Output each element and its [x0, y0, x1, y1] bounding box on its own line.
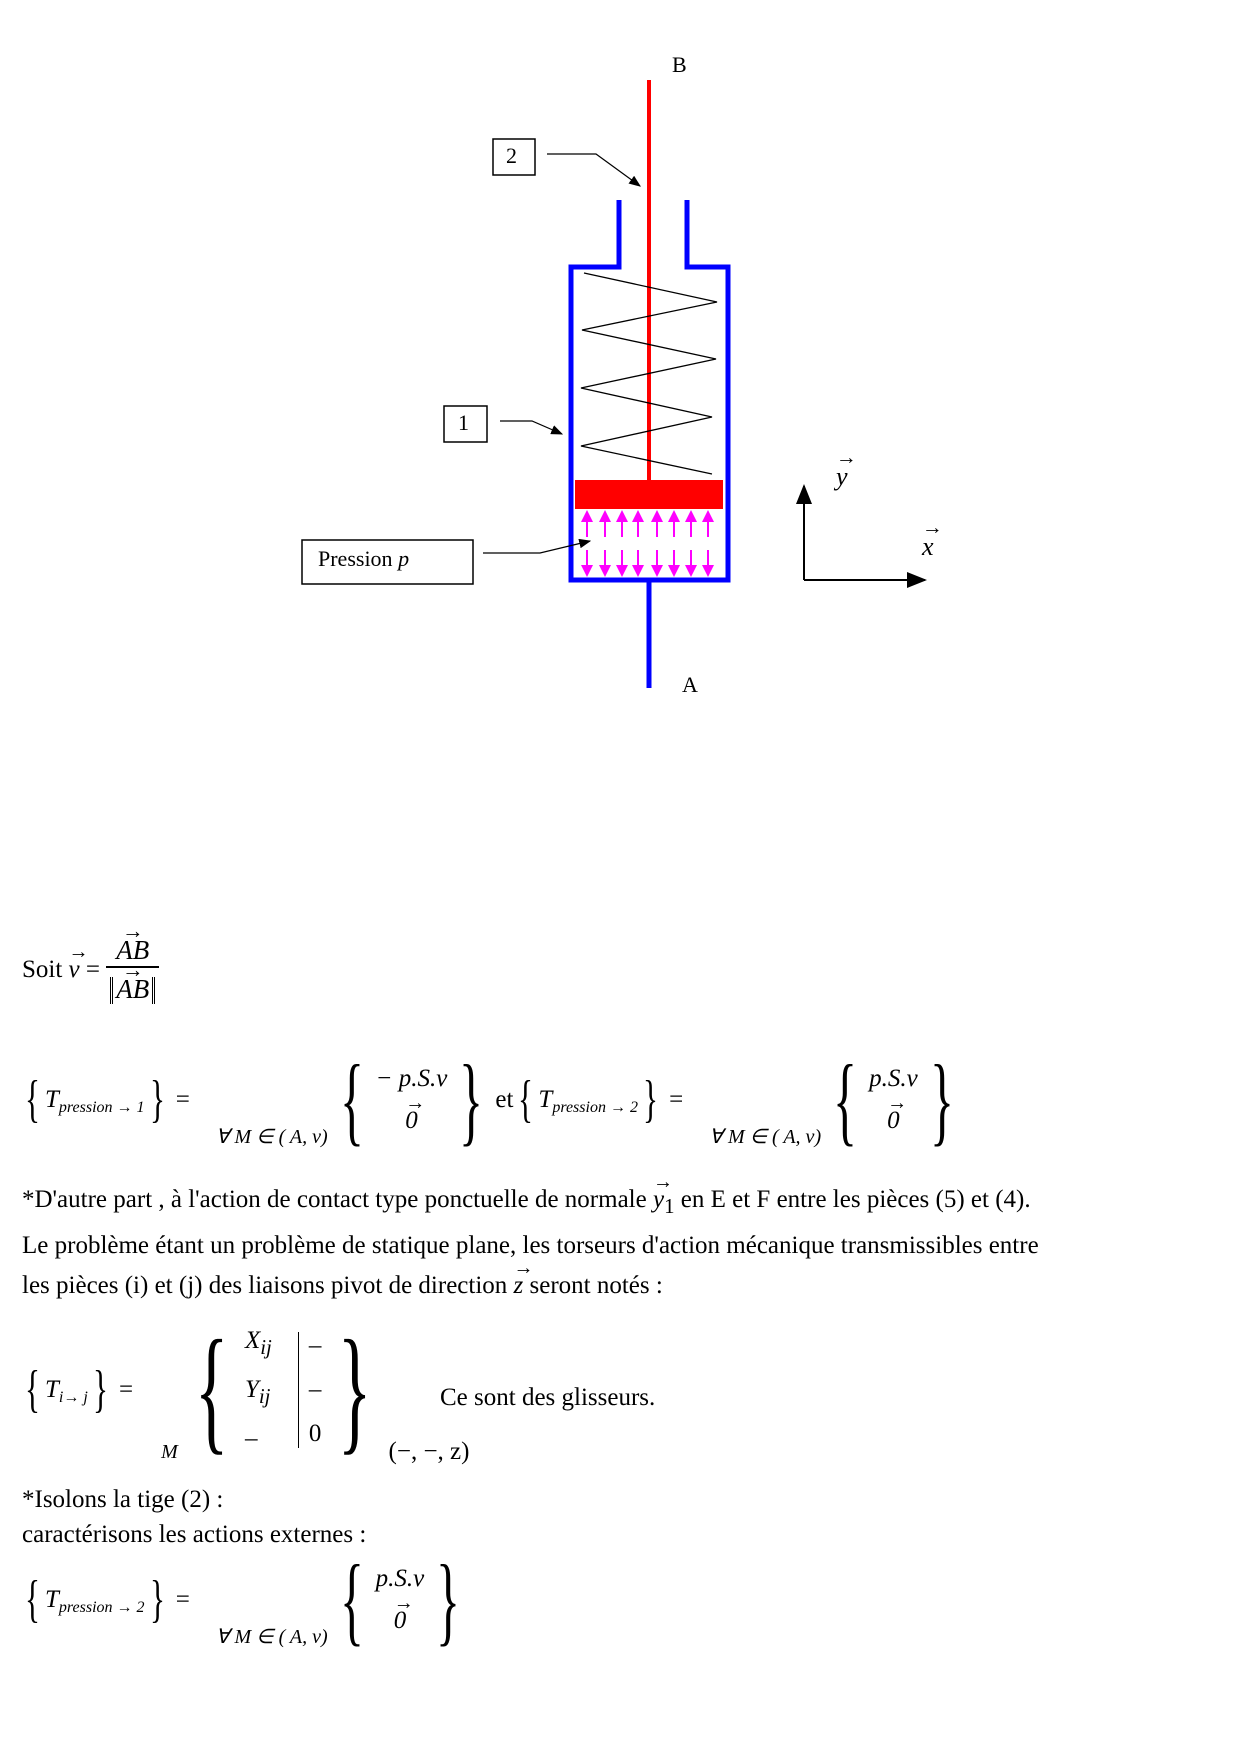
- label-box-1: [443, 405, 488, 443]
- point-b-label: B: [672, 52, 687, 77]
- spring: [580, 272, 718, 475]
- glisseurs-comment: Ce sont des glisseurs.: [440, 1384, 656, 1411]
- part-1-label: 1: [458, 410, 469, 435]
- pressure-arrows: [581, 510, 714, 577]
- leader-2: [547, 153, 641, 187]
- leader-1: [500, 420, 564, 435]
- cylinder-diagram: [301, 80, 927, 688]
- label-box-2: [492, 138, 536, 176]
- isolement-line-2: caractérisons les actions externes :: [22, 1521, 367, 1548]
- paragraph-contact: *D'autre part , à l'action de contact ty…: [22, 1171, 1031, 1219]
- part-2-label: 2: [506, 143, 517, 168]
- paragraph-statique: Le problème étant un problème de statiqu…: [22, 1232, 1039, 1259]
- axis-x-label: x: [922, 516, 934, 562]
- piston: [575, 480, 723, 509]
- isolement-line-1: *Isolons la tige (2) :: [22, 1486, 224, 1513]
- axis-y-label: y: [836, 446, 848, 492]
- leader-pressure: [483, 538, 592, 554]
- point-a-label: A: [682, 672, 698, 697]
- paragraph-pivot: les pièces (i) et (j) des liaisons pivot…: [22, 1257, 663, 1300]
- pressure-label-box: [301, 539, 474, 585]
- pressure-label: Pression p: [318, 546, 410, 571]
- unit-vector-definition: Soit v = ABAB: [22, 919, 160, 1005]
